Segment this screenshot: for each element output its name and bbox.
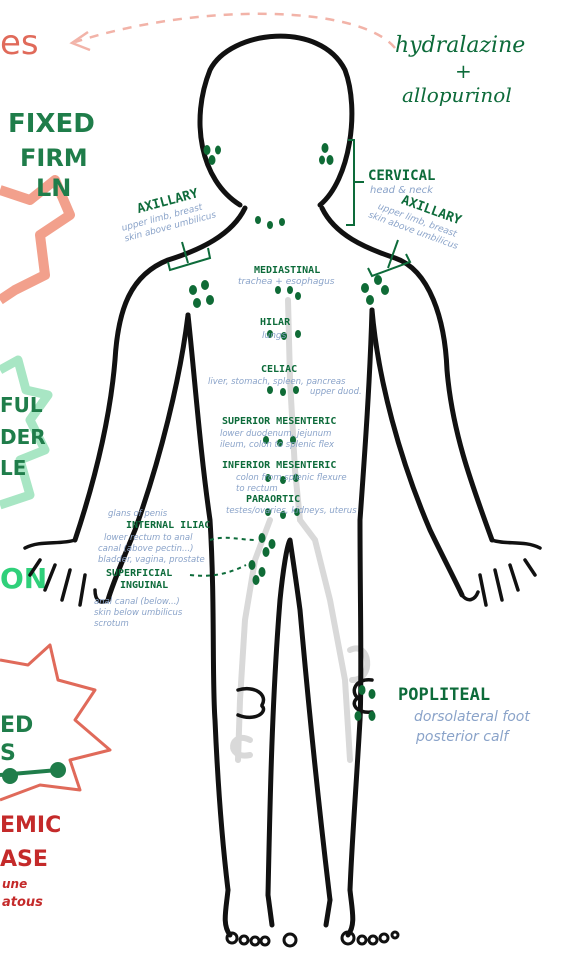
internal-iliac-sub1: lower rectum to anal [104,533,193,543]
internal-iliac-pre: glans of penis [108,509,168,519]
fragment-ful: FUL [0,393,43,417]
popliteal-sub1: dorsolateral foot [414,709,530,725]
popliteal-title: POPLITEAL [398,685,490,705]
note-plus: + [455,59,472,83]
inferior-mesenteric-title: INFERIOR MESENTERIC [222,460,336,471]
fragment-atous: atous [2,895,43,910]
celiac-sub1: liver, stomach, spleen, pancreas [208,377,346,387]
green-link-dot-1 [2,768,18,784]
paraortic-title: PARAORTIC [246,494,300,505]
fragment-fixed: FIXED [8,109,95,139]
note-allopurinol: allopurinol [402,83,512,107]
superficial-inguinal-title2: INGUINAL [120,580,168,591]
top-note: hydralazine + allopurinol [72,14,525,107]
superficial-inguinal-sub3: scrotum [94,619,129,629]
left-inner-foot [268,895,272,925]
superficial-inguinal-sub1: anal canal (below...) [94,597,180,607]
cervical-sub: head & neck [370,185,434,196]
right-torso [350,310,372,890]
internal-iliac-connector [210,538,256,540]
mediastinal-title: MEDIASTINAL [254,265,320,276]
head-outline [200,36,352,205]
fragment-es: es [0,23,39,63]
paraortic-sub: testes/ovaries, kidneys, uterus [226,506,357,516]
left-shoulder-arm-outer [75,208,245,540]
superior-mesenteric-sub2: ileum, colon to splenic flex [220,440,335,450]
toes [227,932,398,946]
right-hand [462,540,540,605]
fragment-on: ON [0,562,47,595]
popliteal-nodes [355,685,376,721]
mediastinal-sub: trachea + esophagus [238,277,335,287]
green-link-dot-2 [50,762,66,778]
right-arm-inner [372,310,462,595]
fragment-ase: ASE [0,847,48,872]
left-foot [225,890,230,935]
celiac-sub2: upper duod. [310,387,362,397]
internal-iliac-sub3: bladder, vagina, prostate [98,555,205,565]
inferior-mesenteric-sub2: to rectum [236,484,278,494]
fragment-emic: EMIC [0,813,61,838]
fragment-ed: ED [0,713,33,738]
fragment-der: DER [0,425,46,449]
internal-iliac-sub2: canal (above pectin...) [98,544,193,554]
celiac-title: CELIAC [261,364,297,375]
internal-iliac-title: INTERNAL ILIAC [126,520,210,531]
superior-mesenteric-sub1: lower duodenum, jejunum [220,429,331,439]
celiac-nodes [267,386,299,396]
superficial-inguinal-connector [190,565,246,576]
fragment-firm: FIRM [20,144,88,172]
popliteal-sub2: posterior calf [415,729,510,745]
note-hydralazine: hydralazine [395,33,525,58]
superior-mesenteric-title: SUPERIOR MESENTERIC [222,416,336,427]
right-inner-foot [326,900,330,925]
inferior-mesenteric-sub1: colon from splenic flexure [236,473,347,483]
left-torso [188,315,228,890]
fragment-le: LE [0,456,26,480]
superficial-inguinal-title1: SUPERFICIAL [106,568,172,579]
superficial-inguinal-sub2: skin below umbilicus [94,608,183,618]
inner-legs [268,540,330,900]
cervical-title: CERVICAL [368,168,435,184]
dashed-arrow [75,14,395,48]
left-fragments: es FIXED FIRM LN FUL DER LE ON ED S EMIC… [0,23,110,910]
hilar-title: HILAR [260,317,291,328]
cervical-nodes [204,143,334,229]
fragment-s: S [0,741,16,766]
right-foot [348,890,353,935]
hilar-sub: lungs [262,331,287,341]
fragment-une: une [2,877,27,891]
fragment-ln: LN [36,174,71,202]
